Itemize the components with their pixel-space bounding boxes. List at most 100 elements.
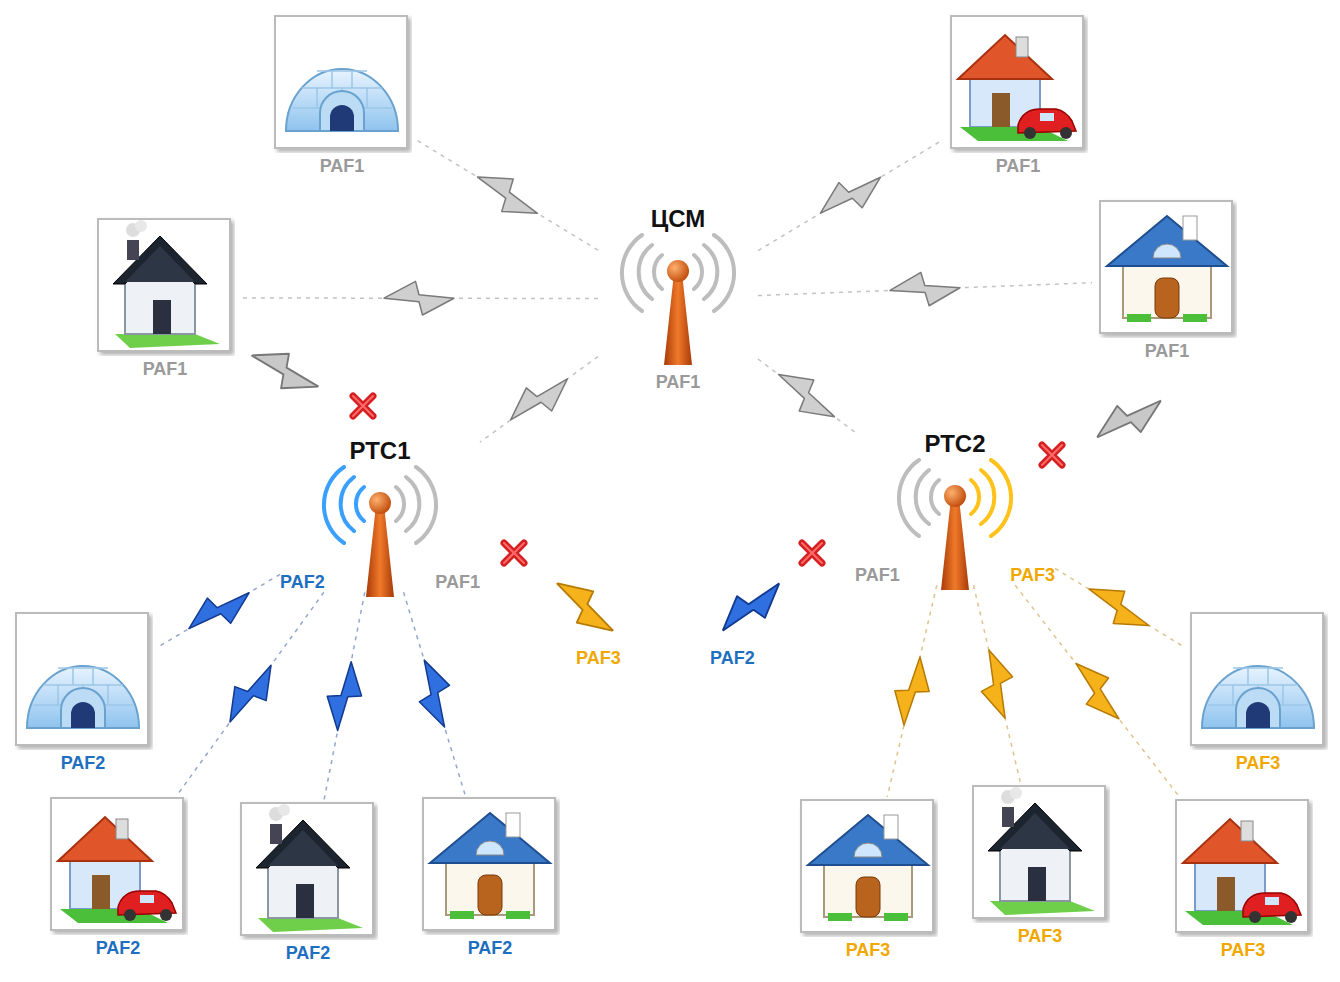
label-row: PAF2 PAF1 — [280, 572, 480, 593]
label-row: PAF1 PAF3 — [855, 565, 1055, 586]
node-icon — [1188, 610, 1328, 750]
subscriber-icon: PAF2 — [8, 610, 158, 774]
link-trace — [480, 357, 598, 443]
free-label-box: PAF3 — [576, 648, 621, 669]
node-label: PAF3 — [1221, 940, 1266, 961]
node-icon — [895, 458, 1015, 593]
node-label: PAF2 — [286, 943, 331, 964]
subscriber-icon: PAF3 — [965, 783, 1115, 947]
link-trace — [758, 140, 943, 251]
radio-link — [177, 592, 324, 795]
free-label-box: PAF2 — [710, 648, 755, 669]
radio-link — [973, 585, 1022, 783]
node-label: PAF1 — [1145, 341, 1190, 362]
lightning-bolt — [216, 655, 284, 731]
node-label: PAF2 — [468, 938, 513, 959]
node-label: PAF3 — [1010, 565, 1055, 586]
blocked-link-bolt — [244, 340, 326, 403]
link-trace — [158, 574, 280, 647]
radio-link — [887, 585, 937, 797]
radio-link — [758, 271, 1092, 307]
radio-link — [404, 592, 466, 795]
blocked-link-bolt — [1088, 386, 1169, 453]
lightning-bolt — [973, 646, 1022, 722]
lightning-bolt — [501, 365, 577, 433]
radio-tower: ЦСМ PAF1 — [598, 205, 758, 392]
node-icon — [1173, 797, 1313, 937]
node-label: РТС2 — [924, 430, 985, 458]
frequency-label: PAF2 — [710, 648, 755, 668]
node-icon — [948, 13, 1088, 153]
link-trace — [1015, 585, 1179, 797]
subscriber-icon: PAF3 — [793, 797, 943, 961]
node-icon — [272, 13, 412, 153]
link-trace — [417, 140, 598, 250]
subscriber-icon: PAF2 — [233, 800, 383, 964]
link-trace — [1055, 568, 1183, 646]
node-icon — [1097, 198, 1237, 338]
blocked-mark — [353, 396, 373, 416]
subscriber-icon: PAF3 — [1168, 797, 1318, 961]
lightning-bolt — [888, 653, 937, 729]
radio-link — [417, 140, 598, 250]
node-label: PAF2 — [280, 572, 325, 593]
subscriber-icon: PAF1 — [943, 13, 1093, 177]
node-label: PAF3 — [1236, 753, 1281, 774]
link-trace — [973, 585, 1020, 783]
node-label: PAF2 — [61, 753, 106, 774]
subscriber-icon: PAF2 — [43, 795, 193, 959]
node-icon — [798, 797, 938, 937]
radio-link — [758, 140, 943, 251]
lightning-bolt — [321, 659, 367, 734]
lightning-bolt — [768, 361, 844, 430]
node-label: PAF3 — [846, 940, 891, 961]
node-label: PAF1 — [996, 156, 1041, 177]
node-label: ЦСМ — [651, 205, 706, 233]
radio-tower: РТС2PAF1 PAF3 — [855, 430, 1055, 585]
lightning-bolt — [469, 163, 546, 228]
lightning-bolt — [889, 271, 960, 307]
lightning-bolt — [1080, 575, 1157, 640]
node-icon — [618, 233, 738, 368]
node-label: PAF1 — [656, 372, 701, 393]
subscriber-icon: PAF1 — [1092, 198, 1242, 362]
lightning-bolt — [180, 578, 257, 643]
radio-link — [758, 359, 855, 432]
link-trace — [887, 585, 937, 797]
node-label: PAF1 — [143, 359, 188, 380]
blocked-mark — [504, 543, 524, 563]
link-trace — [758, 359, 855, 432]
link-trace — [177, 592, 324, 795]
radio-link — [1055, 568, 1183, 646]
node-label: PAF3 — [1018, 926, 1063, 947]
link-trace — [404, 592, 466, 795]
blocked-mark — [802, 543, 822, 563]
blocked-mark — [1042, 445, 1062, 465]
radio-link — [240, 281, 598, 315]
node-icon — [95, 216, 235, 356]
lightning-bolt — [408, 655, 460, 732]
radio-link — [321, 592, 367, 800]
node-label: РТС1 — [349, 437, 410, 465]
lightning-bolt — [1063, 653, 1132, 729]
node-label: PAF1 — [855, 565, 900, 586]
node-label: PAF1 — [320, 156, 365, 177]
node-icon — [48, 795, 188, 935]
lightning-bolt — [812, 163, 889, 228]
interference-bolt — [712, 570, 791, 644]
radio-link — [1015, 585, 1179, 797]
node-icon — [13, 610, 153, 750]
subscriber-icon: PAF2 — [415, 795, 565, 959]
subscriber-icon: PAF1 — [267, 13, 417, 177]
node-label: PAF2 — [96, 938, 141, 959]
subscriber-icon: PAF1 — [90, 216, 240, 380]
radio-link — [158, 574, 280, 647]
node-icon — [420, 795, 560, 935]
interference-bolt — [546, 570, 625, 644]
node-label: PAF1 — [435, 572, 480, 593]
frequency-label: PAF3 — [576, 648, 621, 668]
node-icon — [320, 465, 440, 600]
